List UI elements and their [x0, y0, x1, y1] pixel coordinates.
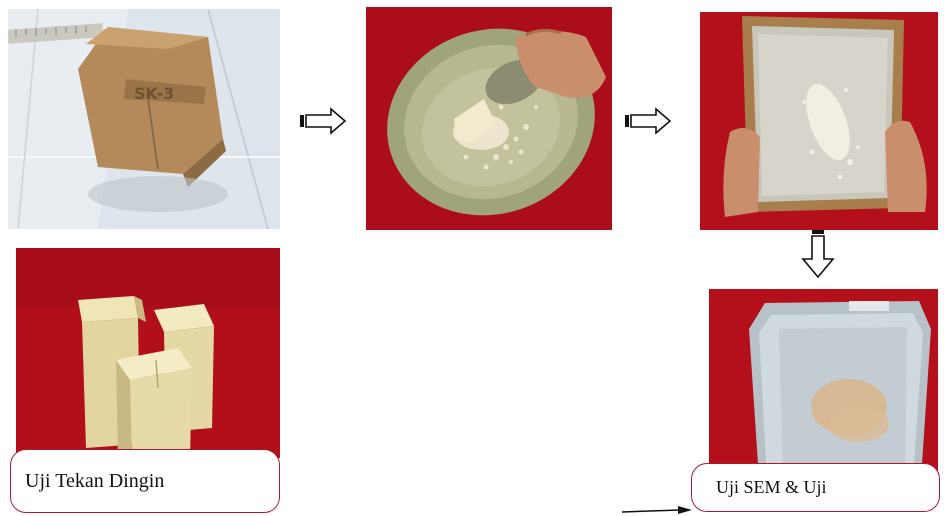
thin-arrow-right-icon: [622, 506, 692, 516]
photo-grinding-mortar: [366, 7, 612, 230]
svg-text:SK-3: SK-3: [134, 84, 174, 103]
label-cold-crush-text: Uji Tekan Dingin: [25, 470, 164, 493]
block-arrow-down-icon: [800, 229, 836, 279]
photo-test-cubes: [16, 248, 280, 458]
photo-sieving-tray: [700, 12, 938, 230]
block-arrow-right-icon: [624, 107, 672, 135]
label-cold-crush-test: Uji Tekan Dingin: [10, 449, 280, 513]
label-sem-test: Uji SEM & Uji: [691, 463, 940, 512]
label-sem-text: Uji SEM & Uji: [716, 477, 827, 498]
block-arrow-right-icon: [299, 107, 347, 135]
photo-brick-raw: SK-3: [8, 9, 280, 229]
photo-powder-tray: [709, 289, 938, 479]
